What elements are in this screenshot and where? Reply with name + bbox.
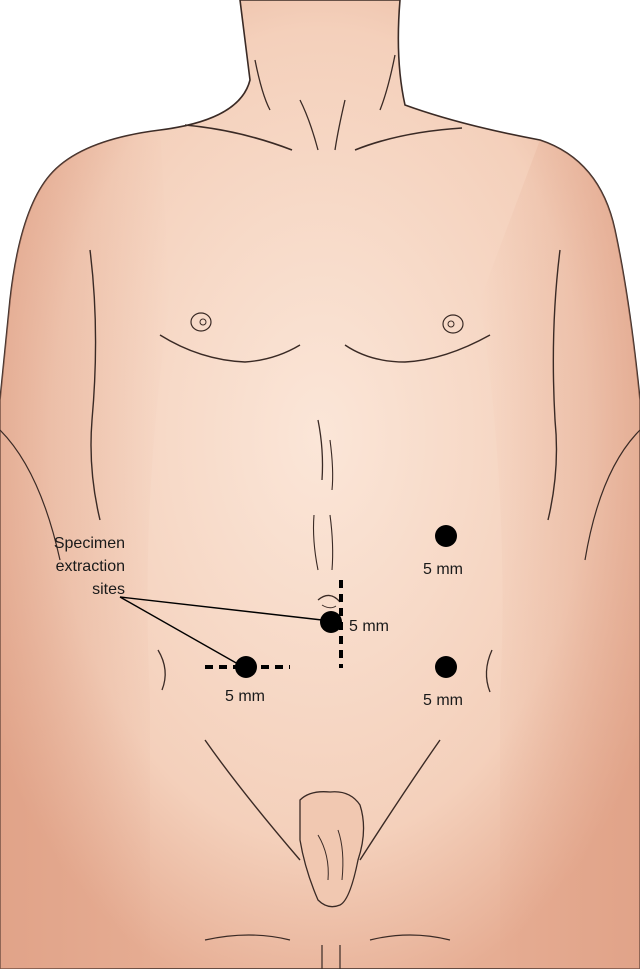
port-left-upper: [435, 525, 457, 547]
port-label-umbilical: 5 mm: [349, 618, 389, 635]
port-label-right-lower: 5 mm: [225, 688, 265, 705]
port-left-lower: [435, 656, 457, 678]
port-umbilical: [320, 611, 342, 633]
callout-line-1: Specimen: [54, 535, 125, 552]
port-label-left-lower: 5 mm: [423, 692, 463, 709]
port-label-left-upper: 5 mm: [423, 561, 463, 578]
port-right-lower: [235, 656, 257, 678]
callout-line-3: sites: [92, 581, 125, 598]
callout-line-2: extraction: [56, 558, 125, 575]
